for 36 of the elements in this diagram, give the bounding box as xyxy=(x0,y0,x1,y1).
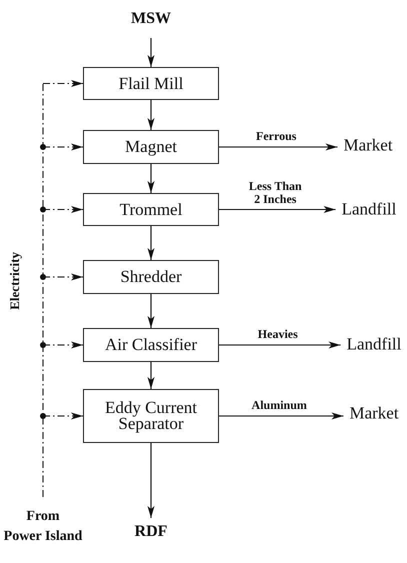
dash-dot-line xyxy=(42,83,44,498)
destination-label: Market xyxy=(349,404,399,422)
arrow xyxy=(148,100,154,130)
process-label: Magnet xyxy=(125,139,177,155)
edge-label: Ferrous xyxy=(256,130,296,143)
process-box xyxy=(83,260,219,294)
process-label: Eddy Current Separator xyxy=(104,400,198,432)
arrow xyxy=(219,206,336,213)
arrow xyxy=(148,226,154,260)
dash-dot-arrow xyxy=(42,80,84,87)
arrow xyxy=(219,144,338,150)
edge-label: Heavies xyxy=(258,328,298,341)
input-label: MSW xyxy=(131,10,171,28)
source-label: From Power Island xyxy=(4,508,82,546)
process-box xyxy=(83,389,219,443)
process-box xyxy=(83,67,219,100)
arrow xyxy=(219,412,344,420)
arrow xyxy=(148,294,154,328)
destination-label: Landfill xyxy=(342,200,396,218)
arrow xyxy=(148,164,154,193)
arrow xyxy=(148,38,154,67)
arrow xyxy=(148,443,154,518)
rotated-label: Electricity xyxy=(8,252,22,310)
process-label: Shredder xyxy=(120,269,182,285)
process-label: Flail Mill xyxy=(118,76,184,92)
output-label: RDF xyxy=(134,523,168,541)
edge-label: Aluminum xyxy=(252,399,307,412)
process-label: Air Classifier xyxy=(104,337,198,353)
process-box xyxy=(83,130,219,164)
process-label: Trommel xyxy=(120,202,182,218)
process-box xyxy=(83,193,219,226)
arrow xyxy=(148,362,154,389)
destination-label: Landfill xyxy=(346,334,402,354)
destination-label: Market xyxy=(343,136,393,154)
process-box xyxy=(83,328,219,362)
arrow xyxy=(219,342,341,348)
